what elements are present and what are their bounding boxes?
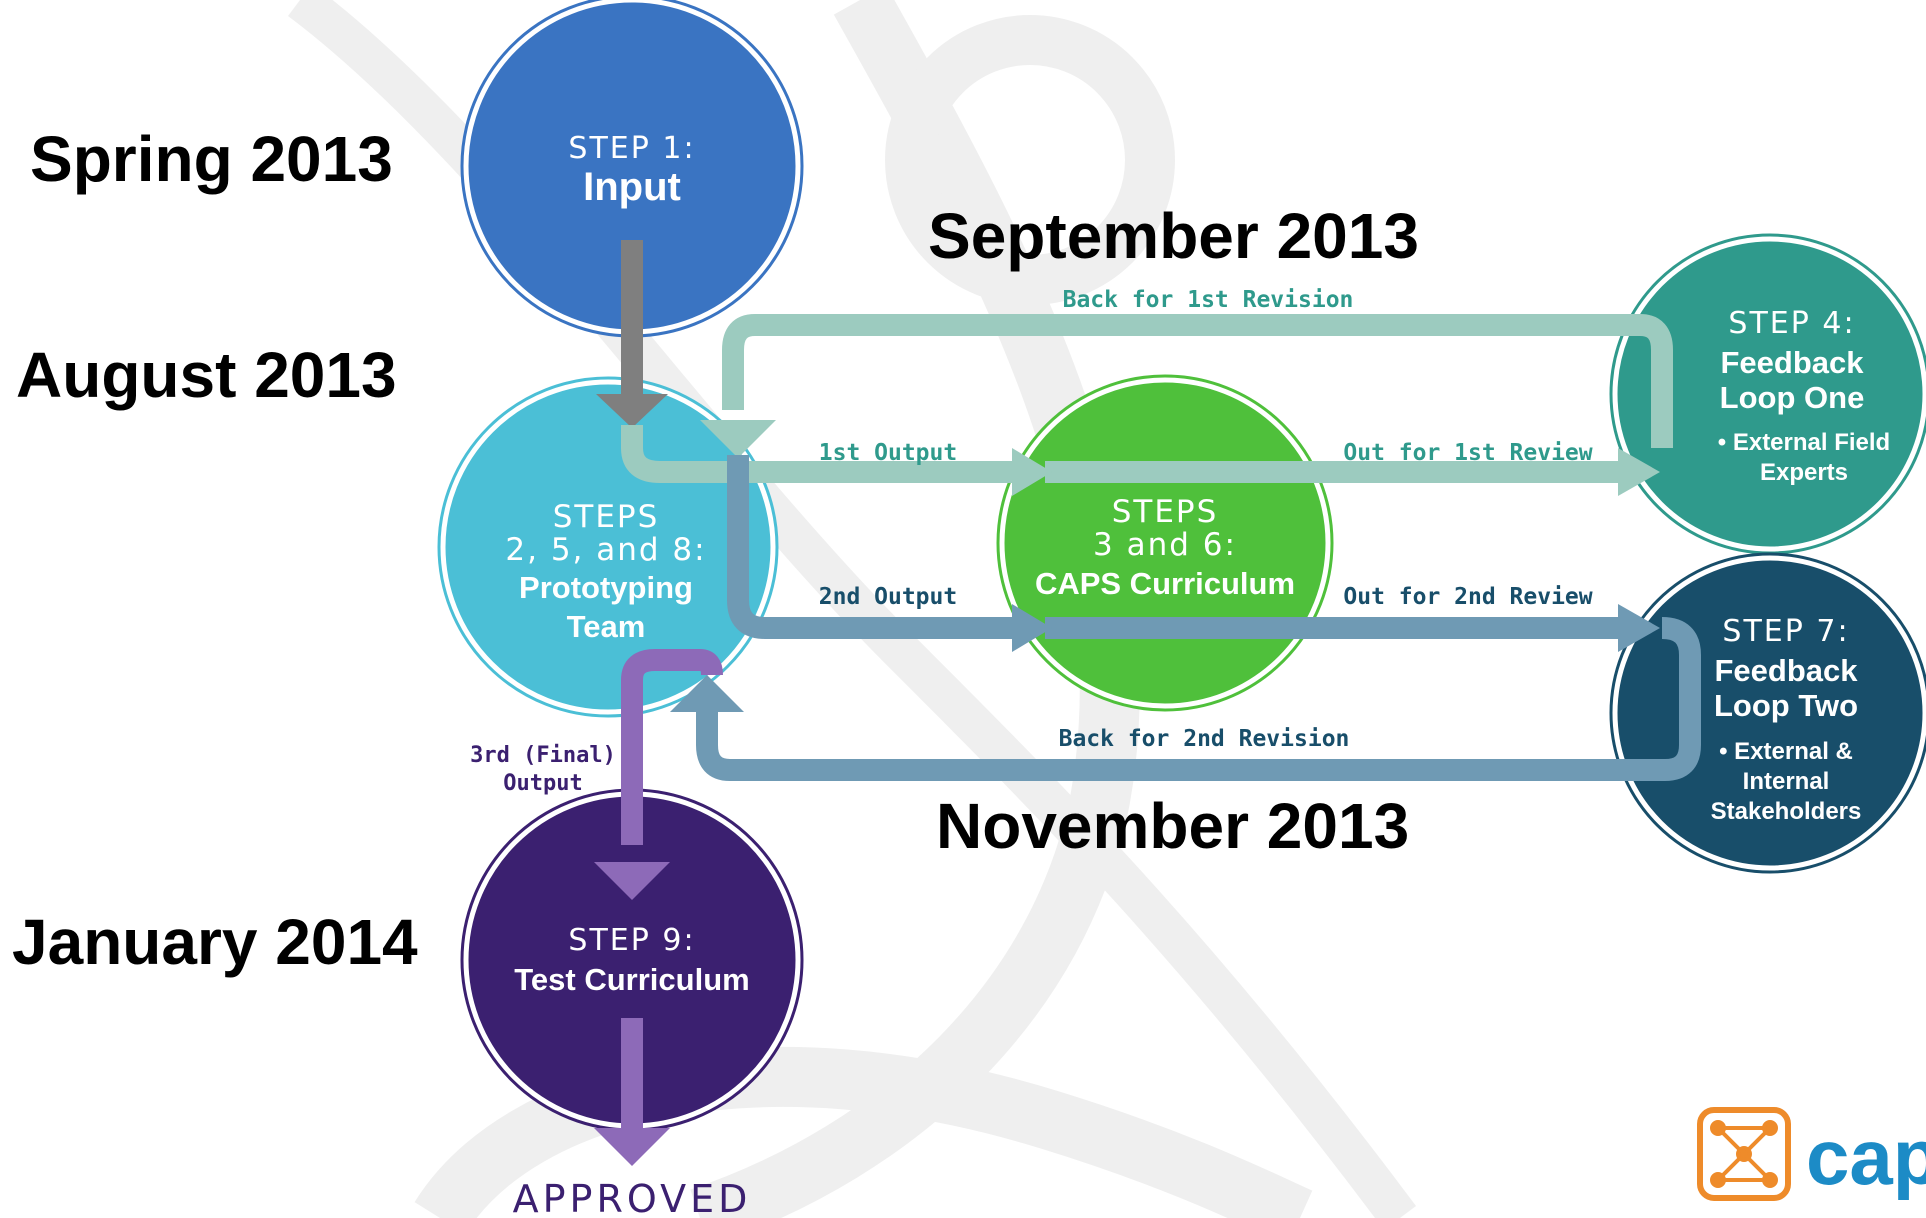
proto-ring bbox=[437, 376, 779, 718]
caps-title-2: 3 and 6: bbox=[1093, 527, 1237, 563]
label-back1: Back for 1st Revision bbox=[1063, 287, 1354, 313]
back1-arrowhead bbox=[700, 420, 776, 458]
input-arrow bbox=[596, 240, 668, 428]
step7-ring bbox=[1609, 552, 1926, 874]
loop2-arrows bbox=[696, 455, 1701, 781]
date-january: January 2014 bbox=[12, 906, 418, 978]
label-review2: Out for 2nd Review bbox=[1343, 584, 1592, 610]
label-out2: 2nd Output bbox=[819, 584, 957, 610]
date-september: September 2013 bbox=[928, 200, 1419, 272]
label-out1: 1st Output bbox=[819, 440, 957, 466]
date-august: August 2013 bbox=[16, 339, 397, 411]
review1-arrowhead bbox=[1618, 448, 1660, 496]
label-final-line2: Output bbox=[503, 771, 582, 796]
loop1-arrows bbox=[621, 314, 1673, 483]
step4-bullet-1: • External Field bbox=[1718, 429, 1890, 456]
proto-title-1: STEPS bbox=[553, 499, 660, 535]
review2-arrowhead bbox=[1618, 604, 1660, 652]
approved-label: APPROVED bbox=[513, 1177, 752, 1218]
approved-arrow bbox=[594, 1018, 670, 1166]
logo-mark bbox=[1697, 1107, 1791, 1201]
caps-logo: cap bbox=[1697, 1107, 1926, 1201]
caps-name: CAPS Curriculum bbox=[1035, 566, 1295, 601]
out1-arrowhead bbox=[1012, 448, 1052, 496]
step1-name: Input bbox=[583, 165, 681, 209]
step9-name: Test Curriculum bbox=[514, 962, 749, 997]
caps-title-1: STEPS bbox=[1112, 494, 1219, 530]
step1-title: STEP 1: bbox=[568, 131, 695, 166]
step4-circle bbox=[1612, 236, 1926, 552]
step4-name-2: Loop One bbox=[1720, 380, 1865, 415]
date-november: November 2013 bbox=[936, 790, 1409, 862]
back2-arrowhead bbox=[670, 675, 744, 712]
logo-text: cap bbox=[1806, 1113, 1926, 1201]
logo-network-icon bbox=[1710, 1120, 1778, 1188]
label-review1: Out for 1st Review bbox=[1343, 440, 1592, 466]
step7-title: STEP 7: bbox=[1722, 614, 1849, 649]
step9-title: STEP 9: bbox=[568, 923, 695, 958]
proto-name-1: Prototyping bbox=[519, 570, 693, 605]
out2-arrowhead bbox=[1012, 604, 1052, 652]
step7-name-1: Feedback bbox=[1714, 653, 1858, 688]
step7-name-2: Loop Two bbox=[1714, 688, 1858, 723]
final-arrow bbox=[594, 649, 723, 900]
date-spring: Spring 2013 bbox=[30, 123, 393, 195]
label-back2: Back for 2nd Revision bbox=[1059, 726, 1350, 752]
proto-title-2: 2, 5, and 8: bbox=[505, 532, 706, 568]
step4-name-1: Feedback bbox=[1720, 345, 1864, 380]
step4-bullet-2: Experts bbox=[1760, 459, 1848, 486]
proto-name-2: Team bbox=[567, 609, 646, 644]
step7-bullet-3: Stakeholders bbox=[1711, 798, 1862, 825]
caps-ring bbox=[996, 374, 1334, 712]
step7-bullet-2: Internal bbox=[1743, 768, 1830, 795]
label-final-line1: 3rd (Final) bbox=[470, 743, 616, 768]
step4-title: STEP 4: bbox=[1728, 306, 1855, 341]
step7-bullet-1: • External & bbox=[1719, 738, 1853, 765]
